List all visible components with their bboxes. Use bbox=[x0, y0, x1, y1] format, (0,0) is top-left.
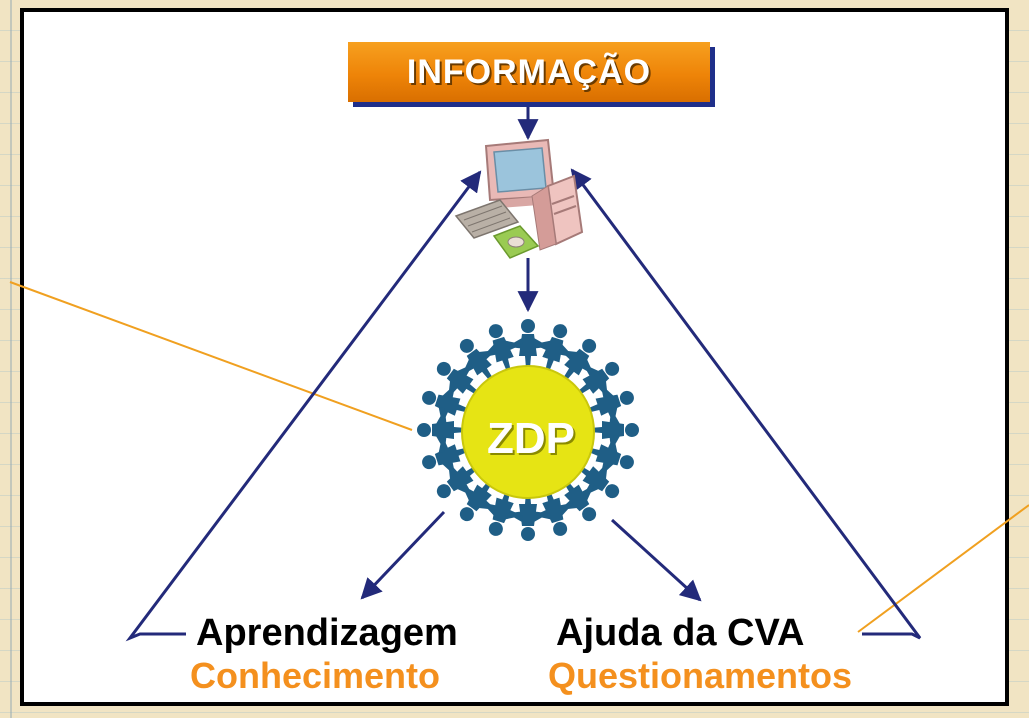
conhecimento-label: Conhecimento bbox=[190, 655, 441, 696]
arrow-zdp-to-ajuda bbox=[610, 518, 702, 602]
arrow-zdp-to-aprendizagem bbox=[360, 510, 446, 600]
computer-icon bbox=[454, 138, 584, 259]
callout-line-right bbox=[857, 504, 1029, 633]
callout-line-left bbox=[9, 281, 413, 431]
people-ring-icon bbox=[416, 318, 640, 542]
aprendizagem-label: Aprendizagem bbox=[196, 612, 458, 654]
zdp-label: ZDP bbox=[487, 414, 575, 463]
arrow-left-feedback bbox=[125, 170, 482, 642]
questionamentos-label: Questionamentos bbox=[548, 655, 853, 696]
ajuda-da-cva-label: Ajuda da CVA bbox=[556, 612, 805, 654]
informacao-box: INFORMAÇÃO bbox=[348, 42, 710, 102]
paper-margin-line bbox=[10, 0, 12, 718]
arrow-right-feedback bbox=[570, 168, 922, 640]
informacao-label: INFORMAÇÃO bbox=[406, 52, 652, 91]
